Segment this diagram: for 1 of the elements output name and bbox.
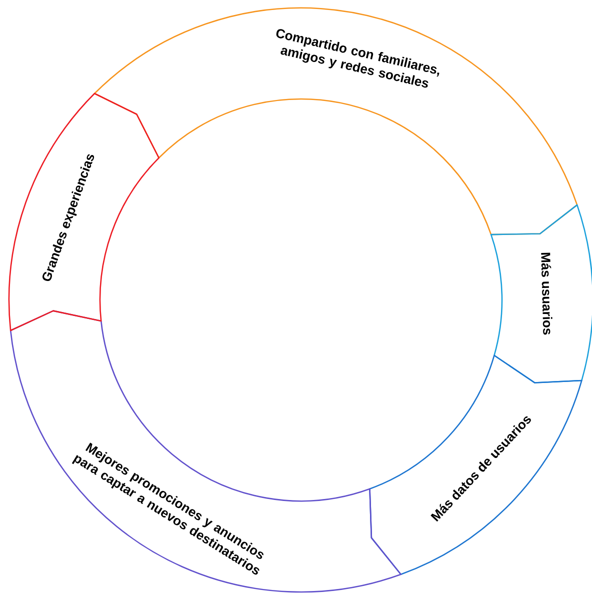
- ring-segment: Más usuarios: [490, 204, 592, 384]
